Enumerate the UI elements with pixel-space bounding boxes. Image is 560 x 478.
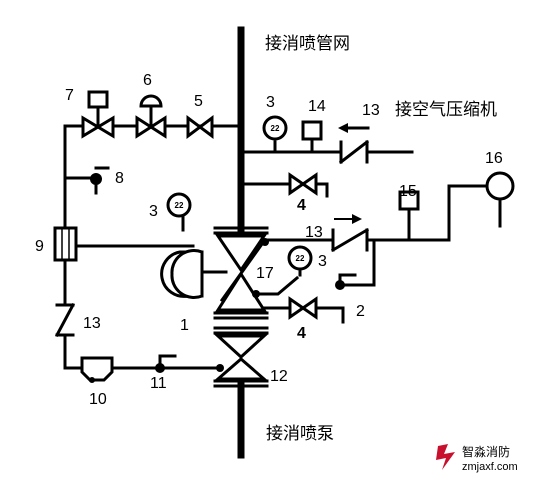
label-sprinkler-pump: 接消喷泵 bbox=[266, 424, 334, 444]
pipe-to-bell bbox=[365, 184, 502, 242]
num-8: 8 bbox=[115, 170, 124, 187]
check-valve-13-left bbox=[54, 302, 76, 338]
num-9: 9 bbox=[35, 238, 44, 255]
valve-5 bbox=[186, 115, 214, 139]
drain-valve-8 bbox=[90, 166, 110, 195]
valve-12 bbox=[213, 326, 269, 388]
gauge-3-low-text: 22 bbox=[296, 254, 305, 263]
check-valve-13-top bbox=[338, 139, 370, 165]
num-3-top: 3 bbox=[266, 94, 275, 111]
main-dry-alarm-valve bbox=[213, 226, 269, 320]
num-13-top: 13 bbox=[362, 102, 380, 119]
num-11: 11 bbox=[150, 375, 167, 392]
gauge-3-top-text: 22 bbox=[271, 124, 280, 133]
watermark-brand: 智淼消防 bbox=[462, 444, 510, 459]
num-17: 17 bbox=[256, 265, 274, 282]
watermark-url: zmjaxf.com bbox=[462, 461, 518, 473]
alarm-bell-16 bbox=[485, 171, 515, 201]
test-pipe-lower-drain bbox=[314, 306, 345, 324]
gauge-3-left-text: 22 bbox=[175, 201, 184, 210]
left-pipe-low bbox=[63, 333, 84, 370]
test-valve-4-lower bbox=[288, 296, 318, 320]
test-valve-4-upper bbox=[288, 172, 318, 196]
num-13-left: 13 bbox=[83, 315, 101, 332]
num-4-lower: 4 bbox=[297, 325, 306, 342]
num-3-left: 3 bbox=[149, 203, 158, 220]
label-air-compressor: 接空气压缩机 bbox=[395, 100, 497, 120]
check-valve-13-mid bbox=[330, 227, 370, 253]
num-7: 7 bbox=[65, 87, 74, 104]
pressure-gauge-3-low: 22 bbox=[287, 245, 313, 271]
valve-7 bbox=[81, 90, 115, 139]
num-13-mid: 13 bbox=[305, 224, 323, 241]
filter-10 bbox=[80, 356, 114, 383]
num-1: 1 bbox=[180, 317, 189, 334]
label-sprinkler-network: 接消喷管网 bbox=[265, 34, 350, 54]
pressure-switch-14 bbox=[301, 120, 323, 141]
flow-arrow-mid bbox=[334, 214, 362, 224]
num-14: 14 bbox=[308, 98, 326, 115]
drain-valve-2 bbox=[335, 280, 345, 290]
pressure-gauge-3-left: 22 bbox=[166, 192, 192, 218]
watermark-logo bbox=[436, 444, 455, 470]
device-9 bbox=[53, 226, 78, 262]
num-10: 10 bbox=[89, 391, 107, 408]
num-12: 12 bbox=[270, 368, 288, 385]
accelerator-chamber-1-body bbox=[170, 248, 204, 300]
num-16: 16 bbox=[485, 150, 503, 167]
flame-icon bbox=[436, 444, 455, 470]
top-branch-pipe bbox=[63, 124, 243, 230]
valve-6 bbox=[135, 94, 167, 139]
num-6: 6 bbox=[143, 72, 152, 89]
pressure-gauge-3-top: 22 bbox=[262, 115, 288, 141]
num-15: 15 bbox=[399, 183, 417, 200]
pressure-switch-15 bbox=[398, 190, 420, 211]
valve-11 bbox=[155, 363, 165, 373]
pipe-17 bbox=[251, 275, 300, 296]
num-3-low: 3 bbox=[318, 253, 327, 270]
num-2: 2 bbox=[356, 303, 365, 320]
test-pipe-upper-drain bbox=[314, 182, 329, 198]
num-4-upper: 4 bbox=[297, 197, 306, 214]
flow-arrow-top bbox=[338, 123, 370, 133]
num-5: 5 bbox=[194, 93, 203, 110]
